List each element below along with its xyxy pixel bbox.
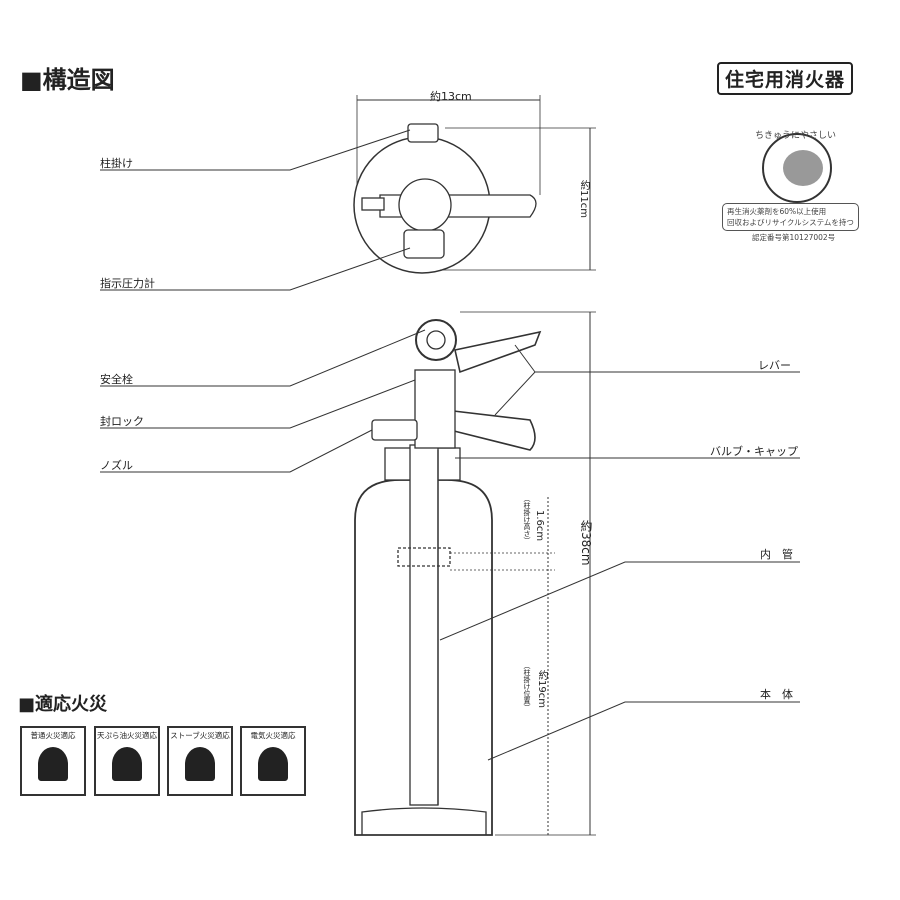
hook-height-note: （柱掛け高さ） xyxy=(523,495,531,544)
label-seal-lock: 封ロック xyxy=(100,415,144,428)
label-inner-tube: 内 管 xyxy=(760,548,793,561)
hook-height-dimension: 1.6cm xyxy=(534,510,545,542)
fire-icon xyxy=(185,747,215,781)
fire-icon xyxy=(258,747,288,781)
label-safety-pin: 安全栓 xyxy=(100,373,133,386)
total-height-dimension: 約38cm xyxy=(579,520,593,566)
top-width-dimension: 約13cm xyxy=(430,90,472,103)
fire-type-oil: 天ぷら油火災適応 xyxy=(94,726,160,796)
residential-extinguisher-badge: 住宅用消火器 xyxy=(717,62,854,95)
eco-mark-emblem xyxy=(762,133,832,203)
fire-type-label: 天ぷら油火災適応 xyxy=(97,731,157,740)
hook-position-note: （柱掛け位置） xyxy=(523,662,531,711)
label-lever: レバー xyxy=(758,359,791,372)
label-hook: 柱掛け xyxy=(100,157,133,170)
fire-types-title: ■適応火災 xyxy=(18,694,108,715)
page-title: ■構造図 xyxy=(20,66,115,94)
eco-line-2: 回収およびリサイクルシステムを持つ xyxy=(727,218,854,227)
hook-position-dimension: 約19cm xyxy=(536,670,547,708)
label-pressure-gauge: 指示圧力計 xyxy=(100,277,155,290)
fire-type-label: ストーブ火災適応 xyxy=(170,731,230,740)
label-body: 本 体 xyxy=(760,688,793,701)
top-height-dimension: 約11cm xyxy=(578,180,589,218)
fire-type-ordinary: 普通火災適応 xyxy=(20,726,86,796)
top-view xyxy=(100,95,596,291)
fire-icon xyxy=(112,747,142,781)
fire-type-stove: ストーブ火災適応 xyxy=(167,726,233,796)
fire-type-electrical: 電気火災適応 xyxy=(240,726,306,796)
fire-icon xyxy=(38,747,68,781)
fire-type-label: 普通火災適応 xyxy=(30,731,76,740)
label-valve-cap: バルブ・キャップ xyxy=(710,445,798,458)
label-nozzle: ノズル xyxy=(100,459,133,472)
eco-cert-number: 認定番号第10127002号 xyxy=(752,233,836,242)
side-view xyxy=(100,311,800,836)
eco-arc-text: ちきゅうにやさしい xyxy=(755,131,837,141)
eco-line-1: 再生消火薬剤を60%以上使用 xyxy=(727,207,827,216)
eco-mark-box: 再生消火薬剤を60%以上使用 回収およびリサイクルシステムを持つ xyxy=(722,203,859,231)
fire-type-label: 電気火災適応 xyxy=(250,731,296,740)
